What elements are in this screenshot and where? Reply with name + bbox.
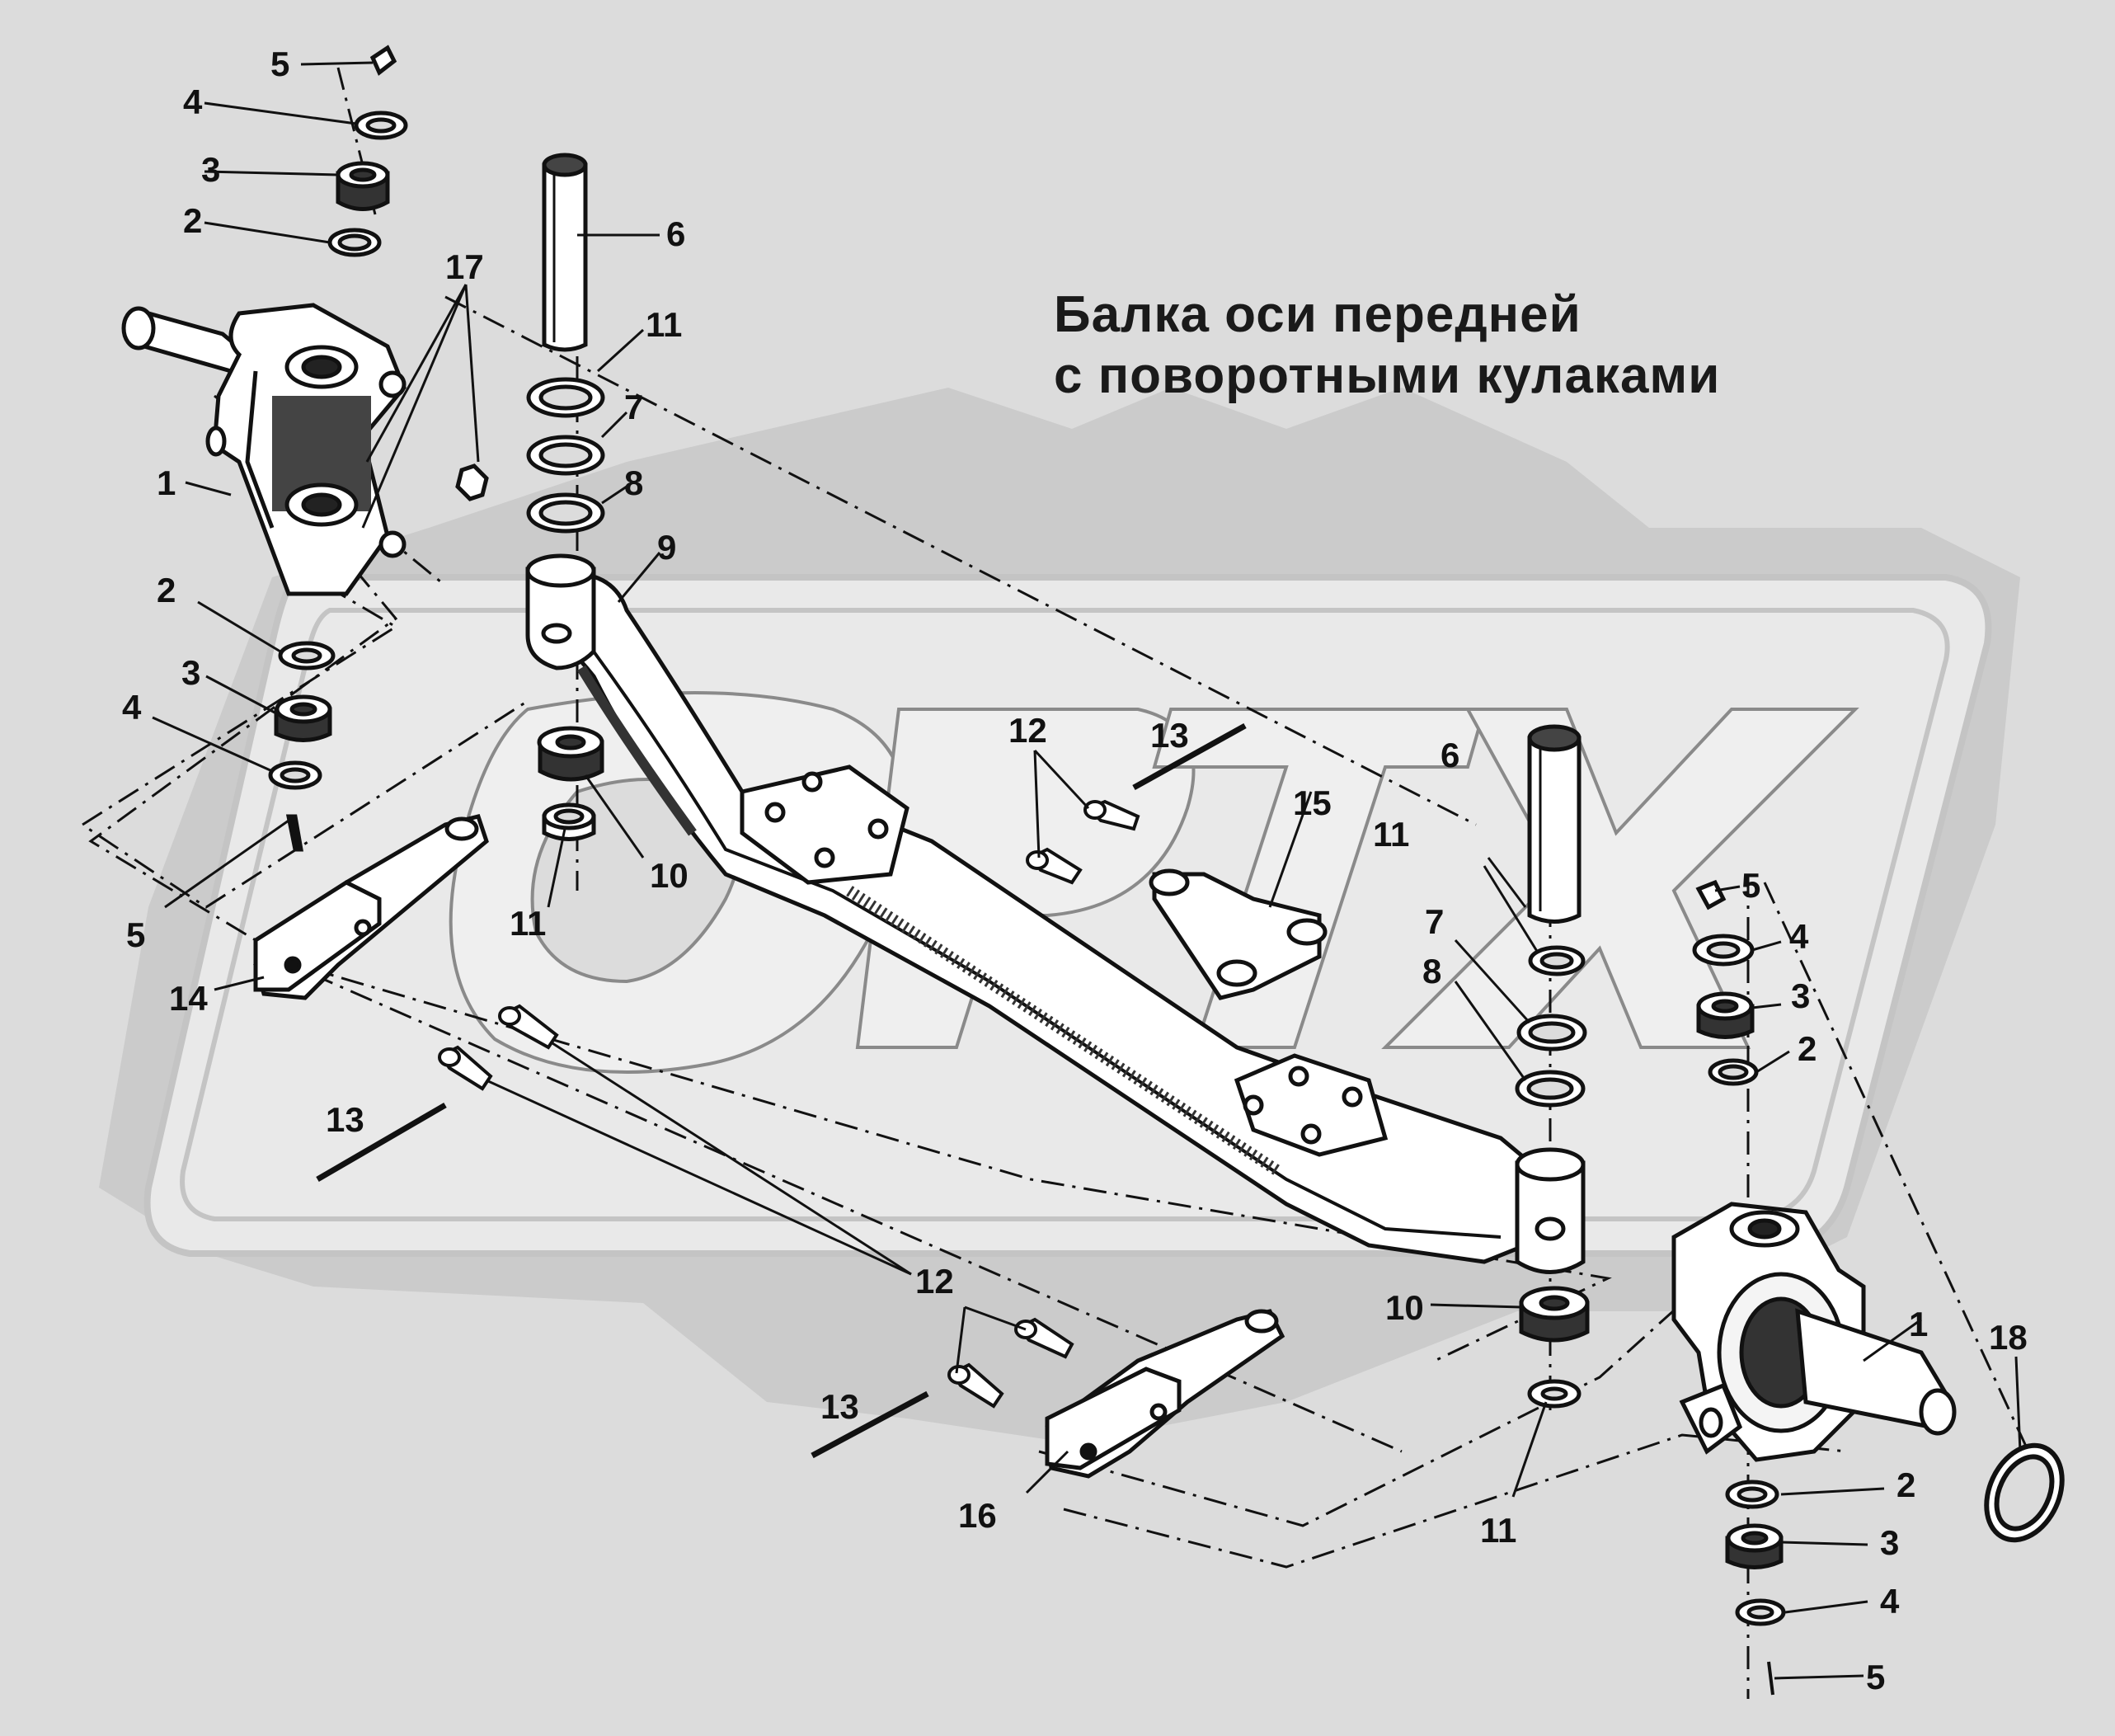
part-label-12: 12 <box>1008 711 1047 750</box>
part-label-4: 4 <box>1789 917 1809 956</box>
left-top-parts <box>327 45 489 501</box>
part-label-3: 3 <box>1791 976 1810 1015</box>
bolts-12 <box>438 799 1140 1409</box>
part-label-12: 12 <box>915 1262 954 1301</box>
part-label-13: 13 <box>326 1100 364 1139</box>
part-label-7: 7 <box>1425 902 1444 941</box>
part-label-3: 3 <box>201 150 220 189</box>
part-label-16: 16 <box>958 1496 997 1535</box>
part-label-11: 11 <box>1480 1511 1516 1550</box>
left-bottom-parts <box>268 641 336 852</box>
part-label-8: 8 <box>624 463 643 502</box>
part-label-15: 15 <box>1293 783 1332 822</box>
steering-arm-right <box>1045 1309 1285 1479</box>
part-label-1: 1 <box>157 463 176 502</box>
cotter-pin-icon <box>369 45 397 76</box>
steering-arm-left <box>253 814 489 1000</box>
leader-lines <box>152 61 2022 1680</box>
part-label-17: 17 <box>445 247 484 286</box>
cotter-pins-13 <box>316 722 1247 1459</box>
part-label-9: 9 <box>657 528 676 567</box>
part-label-10: 10 <box>650 856 689 895</box>
part-label-14: 14 <box>169 979 208 1018</box>
title-line-1: Балка оси передней <box>1054 286 1582 343</box>
part-label-2: 2 <box>157 571 176 609</box>
part-label-11: 11 <box>646 305 682 344</box>
part-label-5: 5 <box>1866 1658 1885 1696</box>
part-label-4: 4 <box>183 82 203 121</box>
part-label-18: 18 <box>1989 1318 2028 1357</box>
part-label-2: 2 <box>1896 1465 1915 1504</box>
assembly-axis-lines <box>80 67 2030 1699</box>
part-label-4: 4 <box>1880 1582 1900 1621</box>
part-label-3: 3 <box>1880 1523 1899 1562</box>
part-label-11: 11 <box>1373 815 1409 854</box>
kingpin-left-group <box>526 153 605 841</box>
steering-knuckle-left <box>121 303 407 596</box>
part-label-4: 4 <box>122 688 142 727</box>
part-label-7: 7 <box>624 388 643 426</box>
part-label-11: 11 <box>510 904 546 943</box>
part-label-6: 6 <box>666 214 685 253</box>
part-label-13: 13 <box>820 1387 859 1426</box>
title-line-2: с поворотными кулаками <box>1054 347 1721 404</box>
part-label-8: 8 <box>1422 952 1441 990</box>
kingpin-right-group <box>1515 724 1590 1409</box>
part-label-5: 5 <box>1741 866 1760 905</box>
part-label-2: 2 <box>183 201 202 240</box>
hub-seal-ring <box>1984 1442 2065 1543</box>
steering-lever <box>1149 868 1328 1000</box>
part-label-13: 13 <box>1150 716 1189 755</box>
part-label-3: 3 <box>181 653 200 692</box>
part-label-5: 5 <box>126 915 145 954</box>
right-top-parts <box>1692 879 1759 1086</box>
right-bottom-parts <box>1725 1480 1786 1696</box>
part-label-2: 2 <box>1798 1029 1817 1068</box>
part-label-5: 5 <box>270 45 289 83</box>
part-label-10: 10 <box>1385 1288 1424 1327</box>
grease-fitting-icon <box>455 463 489 501</box>
steering-knuckle-right <box>1671 1202 1957 1462</box>
front-axle-beam <box>525 553 1586 1274</box>
part-label-1: 1 <box>1909 1305 1928 1343</box>
part-label-6: 6 <box>1441 736 1459 774</box>
diagram-title: Балка оси передней с поворотными кулакам… <box>1054 285 1720 407</box>
